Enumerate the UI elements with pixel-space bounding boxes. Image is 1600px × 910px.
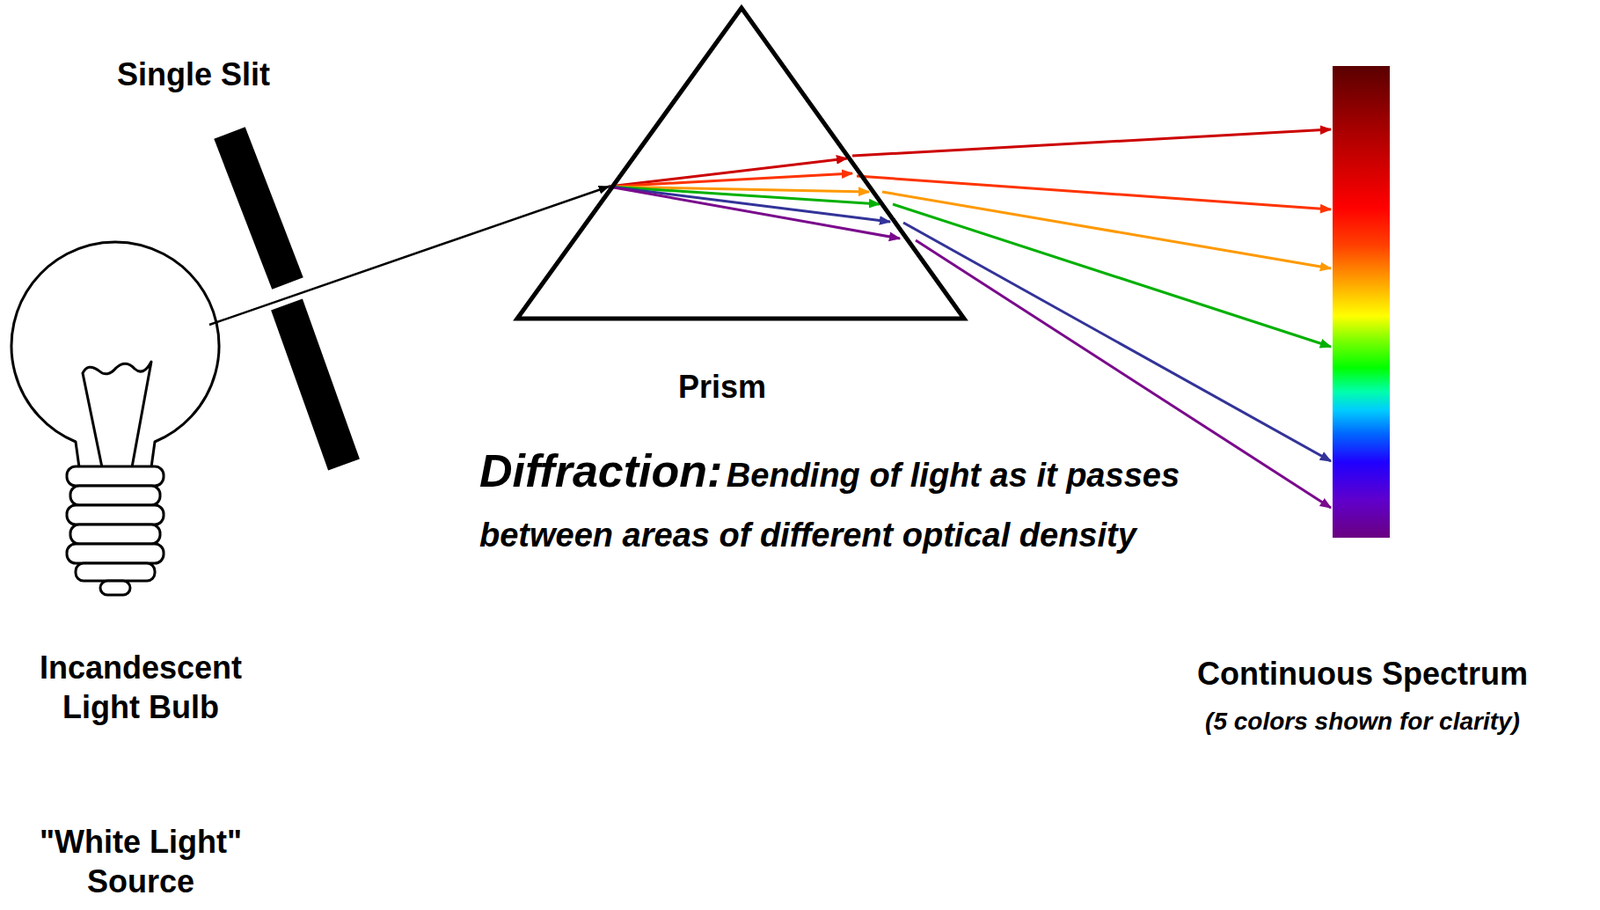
single-slit-node: Single Slit bbox=[79, 54, 308, 95]
component-label: Incandescent Light Bulb bbox=[0, 647, 282, 727]
component-label: Prism bbox=[678, 366, 767, 407]
slit-bar bbox=[286, 304, 344, 465]
light-ray bbox=[903, 222, 1331, 461]
prism-outline bbox=[517, 7, 965, 319]
spectrum-bar-node: Continuous Spectrum(5 colors shown for c… bbox=[1332, 65, 1390, 538]
prism-node: Prism bbox=[517, 7, 965, 319]
bulb-screw bbox=[66, 543, 164, 563]
light-ray bbox=[892, 204, 1331, 347]
internal-ray bbox=[608, 158, 848, 187]
internal-ray bbox=[608, 186, 880, 205]
light-ray bbox=[852, 129, 1331, 156]
bulb-filament bbox=[82, 361, 152, 468]
internal-ray bbox=[608, 173, 853, 187]
light-ray bbox=[856, 175, 1331, 210]
light-bulb-node: Incandescent Light Bulb "White Light" Sou… bbox=[0, 647, 282, 901]
bulb-screw bbox=[66, 466, 164, 486]
definition-note: Diffraction: Bending of light as it pass… bbox=[479, 444, 1210, 569]
bulb-screw bbox=[70, 524, 161, 544]
internal-ray bbox=[608, 186, 900, 239]
internal-ray bbox=[608, 186, 891, 222]
spectrum-title: Continuous Spectrum bbox=[1197, 653, 1528, 694]
component-label: Single Slit bbox=[79, 54, 308, 95]
spectrum-caption: (5 colors shown for clarity) bbox=[1205, 705, 1520, 738]
prism-triangle bbox=[517, 7, 965, 319]
light-ray bbox=[209, 186, 609, 325]
bulb-screw bbox=[66, 504, 164, 525]
component-label: "White Light" Source bbox=[0, 821, 282, 901]
bulb-screw bbox=[75, 562, 155, 581]
light-ray bbox=[882, 191, 1331, 269]
bulb-contact bbox=[100, 580, 131, 595]
slit-bar bbox=[229, 132, 288, 284]
light-bulb bbox=[11, 241, 220, 595]
bulb-globe bbox=[11, 241, 220, 468]
bulb-screw bbox=[70, 485, 161, 505]
term-heading: Diffraction: bbox=[479, 445, 723, 497]
